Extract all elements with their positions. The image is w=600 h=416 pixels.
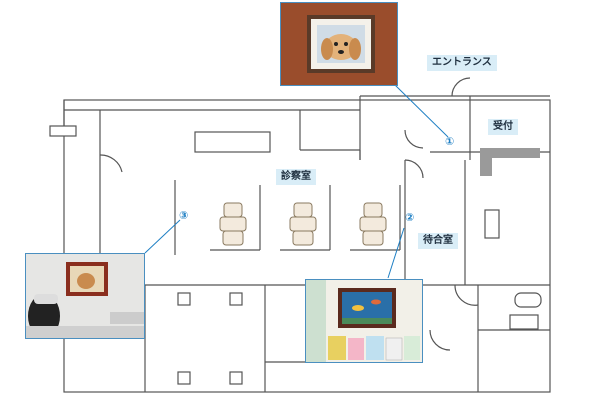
framed-aquarium-picture-icon <box>306 280 422 362</box>
dental-chair-1 <box>219 202 247 246</box>
framed-dog-picture-icon <box>281 3 397 85</box>
reception-counter <box>480 148 540 176</box>
marker-1: ① <box>445 135 455 148</box>
marker-3: ③ <box>179 209 189 222</box>
marker-2: ② <box>405 211 415 224</box>
entrance-photo <box>280 2 398 86</box>
entrance-label: エントランス <box>427 55 497 71</box>
reception-label: 受付 <box>488 119 518 135</box>
waiting-room-photo <box>305 279 423 363</box>
framed-dog-picture-exam-room-icon <box>26 254 144 338</box>
exam-room-photo <box>25 253 145 339</box>
leader-line-3 <box>144 219 181 254</box>
waiting-room-label: 待合室 <box>418 233 458 249</box>
outer-wall <box>63 99 551 393</box>
dental-chair-2 <box>289 202 317 246</box>
leader-line-2 <box>387 227 405 279</box>
wall-notch <box>49 125 77 137</box>
dental-chair-3 <box>359 202 387 246</box>
exam-room-label: 診察室 <box>276 169 316 185</box>
leader-line-1 <box>394 84 449 138</box>
shelf <box>194 131 271 153</box>
